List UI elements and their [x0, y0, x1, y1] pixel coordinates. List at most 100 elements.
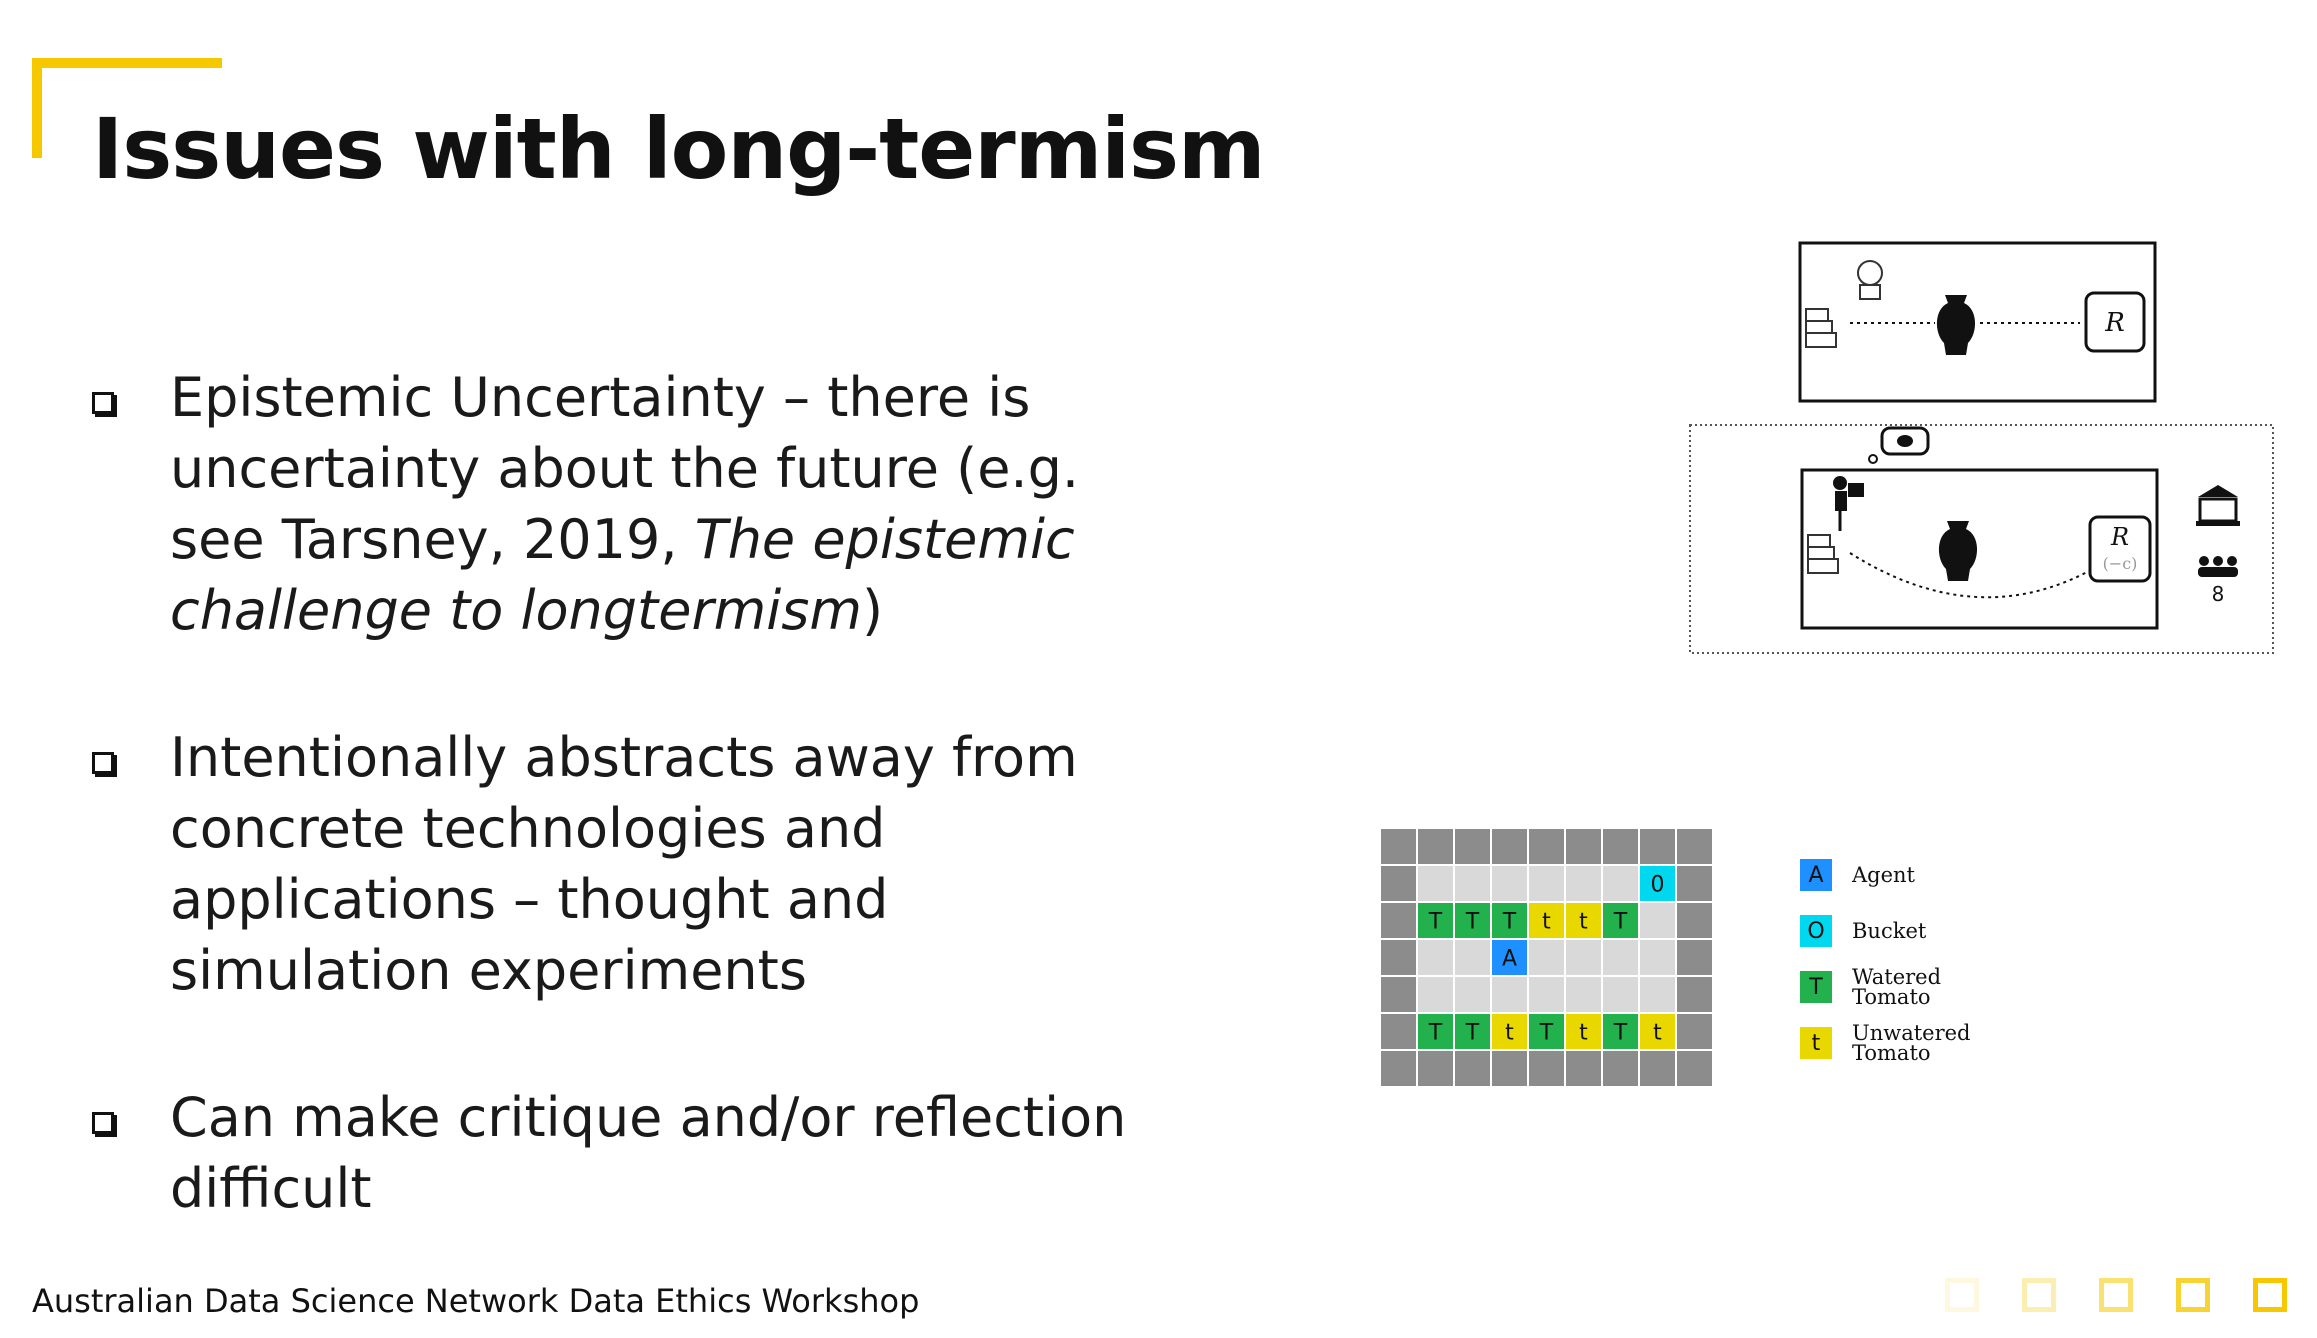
grid-cell — [1566, 1051, 1601, 1086]
grid-cell — [1677, 1014, 1712, 1049]
gridworld-legend: A Agent O Bucket T Watered Tomato t Unwa… — [1800, 858, 1982, 1082]
grid-cell — [1492, 866, 1527, 901]
grid-cell — [1381, 977, 1416, 1012]
grid-cell — [1418, 940, 1453, 975]
grid-cell — [1603, 866, 1638, 901]
cost-label: (−c) — [2103, 554, 2138, 573]
grid-cell — [1455, 1014, 1490, 1049]
grid-cell — [1566, 977, 1601, 1012]
grid-cell — [1381, 1014, 1416, 1049]
grid-cell — [1529, 903, 1564, 938]
grid-cell — [1492, 940, 1527, 975]
decor-square-icon — [2176, 1278, 2210, 1312]
grid-cell — [1418, 1014, 1453, 1049]
boxes-icon — [1807, 534, 1839, 574]
legend-item-agent: A Agent — [1800, 858, 1982, 892]
grid-cell — [1640, 903, 1675, 938]
grid-cell — [1640, 1014, 1675, 1049]
legend-swatch: T — [1800, 971, 1832, 1003]
bullet-item: Intentionally abstracts away from concre… — [92, 722, 1172, 1006]
legend-item-watered-tomato: T Watered Tomato — [1800, 965, 1982, 1009]
bullet-item: Can make critique and/or reflection diff… — [92, 1082, 1172, 1224]
boxes-icon — [1805, 308, 1837, 348]
grid-cell — [1492, 1051, 1527, 1086]
bullet-text: Can make critique and/or reflection diff… — [170, 1082, 1172, 1224]
legend-label: Unwatered Tomato — [1852, 1021, 1971, 1065]
grid-cell — [1603, 903, 1638, 938]
grid-cell — [1455, 866, 1490, 901]
grid-cell-symbol: t — [1579, 1021, 1588, 1046]
legend-swatch: t — [1800, 1027, 1832, 1059]
grid-cell — [1529, 940, 1564, 975]
grid-cell — [1529, 977, 1564, 1012]
slide-title: Issues with long-termism — [92, 100, 1266, 198]
people-count: 8 — [2212, 582, 2225, 606]
reward-cost-label: R — [2110, 523, 2129, 551]
legend-swatch: A — [1800, 859, 1832, 891]
grid-cell-symbol: t — [1579, 910, 1588, 935]
grid-cell-symbol: T — [1465, 1021, 1480, 1046]
decor-square-icon — [2099, 1278, 2133, 1312]
reward-label: R — [2104, 308, 2125, 338]
bullet-list: Epistemic Uncertainty – there is uncerta… — [92, 362, 1172, 1300]
grid-cell — [1381, 829, 1416, 864]
legend-swatch: O — [1800, 915, 1832, 947]
grid-cell — [1418, 977, 1453, 1012]
bullet-text-plain: Intentionally abstracts away from concre… — [170, 726, 1078, 1002]
decor-square-icon — [2022, 1278, 2056, 1312]
grid-cell-symbol: t — [1542, 910, 1551, 935]
grid-cell — [1566, 829, 1601, 864]
legend-label: Agent — [1852, 863, 1915, 887]
grid-cell — [1640, 866, 1675, 901]
grid-cell — [1492, 903, 1527, 938]
grid-cell — [1492, 829, 1527, 864]
grid-cell — [1677, 940, 1712, 975]
grid-cell — [1529, 1051, 1564, 1086]
grid-cell — [1455, 940, 1490, 975]
grid-cell — [1529, 829, 1564, 864]
grid-cell-symbol: t — [1505, 1021, 1514, 1046]
corner-accent — [32, 58, 222, 158]
grid-cell — [1603, 1051, 1638, 1086]
grid-cell — [1677, 866, 1712, 901]
grid-cell — [1677, 829, 1712, 864]
grid-cell — [1603, 829, 1638, 864]
bullet-text-plain: ) — [861, 579, 884, 642]
grid-cell-symbol: T — [1502, 910, 1517, 935]
decor-square-icon — [2253, 1278, 2287, 1312]
grid-cell — [1640, 829, 1675, 864]
grid-cell — [1455, 903, 1490, 938]
bullet-text: Epistemic Uncertainty – there is uncerta… — [170, 362, 1172, 646]
grid-cell — [1640, 1051, 1675, 1086]
checkbox-bullet-icon — [92, 392, 114, 414]
legend-item-unwatered-tomato: t Unwatered Tomato — [1800, 1021, 1982, 1065]
people-icon — [2198, 556, 2238, 577]
grid-cell — [1418, 866, 1453, 901]
grid-cell — [1566, 866, 1601, 901]
footer-text: Australian Data Science Network Data Eth… — [32, 1282, 920, 1320]
grid-cell-symbol: t — [1653, 1021, 1662, 1046]
grid-cell — [1418, 903, 1453, 938]
vase-icon — [1936, 295, 1976, 355]
vase-icon — [1938, 521, 1978, 581]
grid-cell-symbol: 0 — [1651, 873, 1665, 898]
legend-label: Watered Tomato — [1852, 965, 1942, 1009]
grid-cell — [1566, 1014, 1601, 1049]
grid-cell — [1492, 1014, 1527, 1049]
reward-diagram: R R (−c) 8 — [1689, 241, 2274, 654]
museum-icon — [2196, 485, 2240, 526]
grid-cell-symbol: A — [1502, 947, 1517, 972]
grid-cell — [1381, 1051, 1416, 1086]
grid-cell-symbol: T — [1428, 910, 1443, 935]
grid-cell — [1677, 1051, 1712, 1086]
grid-cell — [1381, 866, 1416, 901]
bullet-text-plain: Epistemic Uncertainty – there is uncerta… — [170, 366, 1080, 571]
grid-cell — [1418, 1051, 1453, 1086]
grid-cell — [1455, 977, 1490, 1012]
grid-cell — [1455, 829, 1490, 864]
legend-label: Bucket — [1852, 919, 1927, 943]
grid-cell-symbol: T — [1613, 1021, 1628, 1046]
grid-cell — [1677, 977, 1712, 1012]
grid-cell-symbol: T — [1613, 910, 1628, 935]
